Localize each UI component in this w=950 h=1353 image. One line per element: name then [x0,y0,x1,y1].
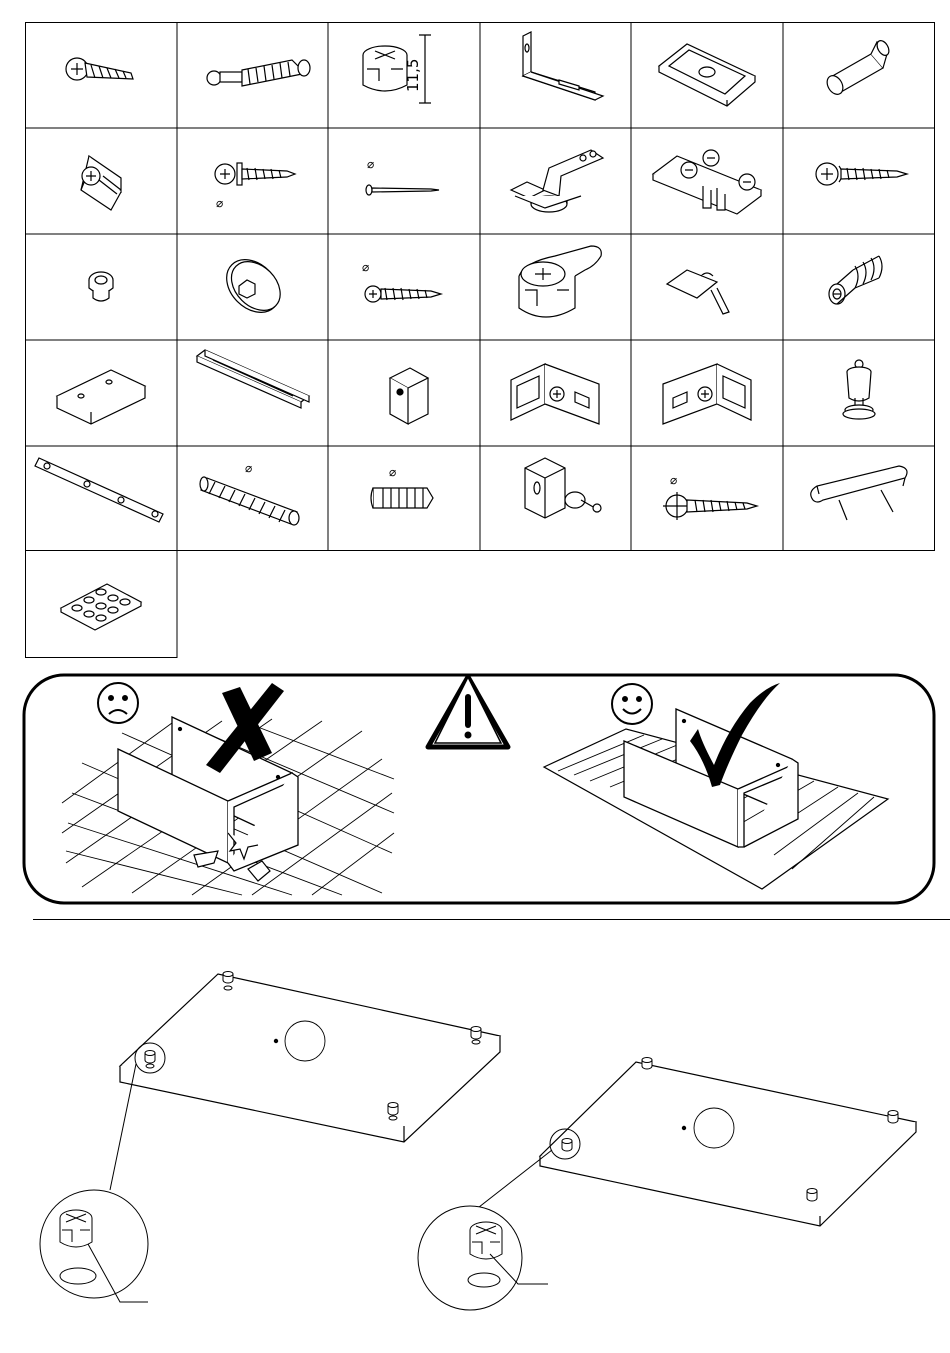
block-icon [57,370,145,424]
door-catch-icon [525,458,601,518]
diameter-symbol: ⌀ [245,461,252,475]
adjustable-foot-icon [843,360,875,419]
detail-callout-right [418,1129,580,1310]
chipboard-screw-icon [365,286,441,302]
mounting-plate-icon [659,44,755,106]
shelf-pin-icon [824,39,891,98]
pin-clip-icon [667,270,729,314]
diameter-symbol: ⌀ [367,157,374,171]
eccentric-connector-icon [519,246,601,317]
corner-bracket-right-icon [663,364,751,424]
washer-screw-icon [215,163,295,185]
floor-warning-panel [22,673,938,909]
corner-block-screw-icon [81,156,121,210]
cube-connector-icon [390,368,428,424]
section-divider [33,919,950,920]
felt-pads-icon [61,584,141,630]
nail-glide-icon [811,466,907,520]
large-panel [120,974,500,1142]
hinge-mounting-plate-icon [653,150,761,214]
long-dowel-icon [200,477,299,525]
assembly-step-cam-locks [0,930,950,1353]
washer-wood-screw-icon [663,492,757,520]
rail-profile-icon [197,350,309,408]
hinge-icon [511,150,603,212]
diameter-symbol: ⌀ [670,473,677,487]
bushing-icon [89,272,113,301]
angle-bracket-icon [523,32,603,100]
corner-bracket-left-icon [511,364,599,424]
connecting-bolt-icon [207,60,310,86]
knob-icon [216,249,290,323]
nail-icon [366,185,439,195]
dimension-label: 11,5 [404,59,422,92]
diameter-symbol: ⌀ [216,196,223,210]
small-panel [540,1062,916,1226]
perforated-strap-icon [35,458,163,522]
pan-head-screw-icon [816,163,907,185]
hardware-grid: 11,5 [25,22,937,662]
countersunk-screw-icon [66,58,133,80]
diameter-symbol: ⌀ [389,465,396,479]
diameter-symbol: ⌀ [362,260,369,274]
plastic-dowel-icon [829,256,882,304]
wood-dowel-icon [371,488,433,508]
